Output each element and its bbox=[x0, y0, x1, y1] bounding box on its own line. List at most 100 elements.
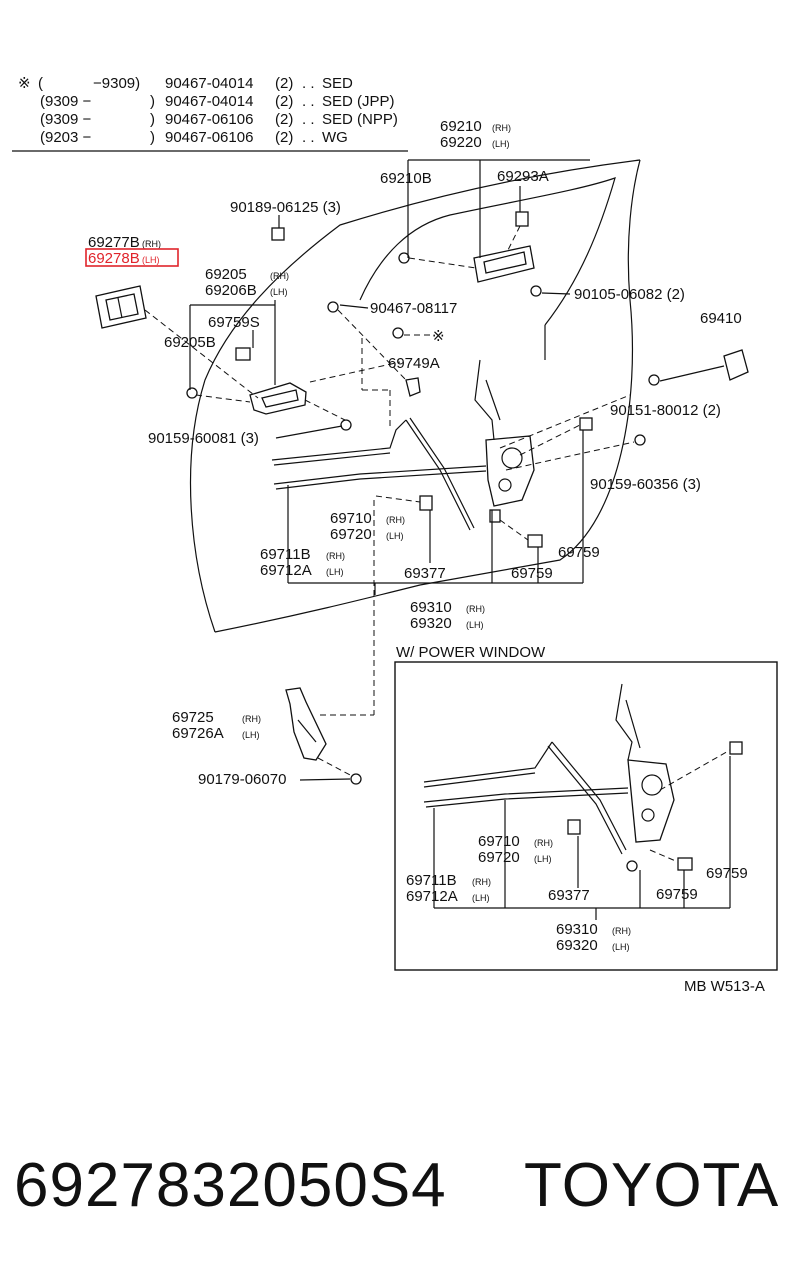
label-69220: 69220 bbox=[440, 134, 482, 151]
header-row2-range: (9309 − bbox=[40, 93, 92, 110]
label-90105-06082: 90105-06082 (2) bbox=[574, 286, 685, 303]
dashed-lines bbox=[144, 225, 635, 716]
pw-label-69310: 69310 bbox=[556, 921, 598, 938]
power-window-frame bbox=[394, 661, 778, 971]
pw-label-69712A-lh: (LH) bbox=[472, 893, 490, 903]
label-69205-rh: (RH) bbox=[270, 271, 289, 281]
label-69712A: 69712A bbox=[260, 562, 312, 579]
pw-label-69759-a: 69759 bbox=[706, 865, 748, 882]
pw-lock-part bbox=[627, 759, 675, 843]
diagram-code: MB W513-A bbox=[684, 978, 765, 995]
header-row3-model: SED (NPP) bbox=[322, 111, 398, 128]
pw-label-69720-lh: (LH) bbox=[534, 854, 552, 864]
label-69710-rh: (RH) bbox=[386, 515, 405, 525]
header-row2-qty: (2) bbox=[275, 93, 293, 110]
label-69310-rh: (RH) bbox=[466, 604, 485, 614]
label-69711B-rh: (RH) bbox=[326, 551, 345, 561]
label-69711B: 69711B bbox=[260, 546, 311, 563]
pw-label-69710: 69710 bbox=[478, 833, 520, 850]
footer-part-number: 6927832050S4 bbox=[14, 1151, 447, 1220]
label-69205: 69205 bbox=[205, 266, 247, 283]
highlight-box bbox=[85, 248, 179, 267]
power-window-inset: W/ POWER WINDOW 69710 (RH) 69720 (LH) 69… bbox=[394, 644, 778, 971]
header-row3-range: (9309 − bbox=[40, 111, 92, 128]
main-labels: 69210 (RH) 69220 (LH) 69210B 69293A 9018… bbox=[85, 118, 742, 632]
header-row4-qty: (2) bbox=[275, 129, 293, 146]
header-symbol: ※ bbox=[18, 75, 31, 92]
pw-label-69710-rh: (RH) bbox=[534, 838, 553, 848]
header-row3-part: 90467-06106 bbox=[165, 111, 253, 128]
label-90467-08117: 90467-08117 bbox=[370, 300, 457, 317]
header-row4-model: WG bbox=[322, 129, 348, 146]
header-row1-dots: . . bbox=[302, 75, 315, 92]
pw-label-69759-b: 69759 bbox=[656, 886, 698, 903]
label-69749A: 69749A bbox=[388, 355, 440, 372]
label-69377: 69377 bbox=[404, 565, 446, 582]
door-outline bbox=[189, 159, 641, 633]
pw-label-69320-lh: (LH) bbox=[612, 942, 630, 952]
header-row2-close: ) bbox=[150, 93, 155, 110]
pw-label-69310-rh: (RH) bbox=[612, 926, 631, 936]
door-lock-part bbox=[474, 359, 535, 507]
label-69726A-lh: (LH) bbox=[242, 730, 260, 740]
pw-label-69320: 69320 bbox=[556, 937, 598, 954]
label-90151-80012: 90151-80012 (2) bbox=[610, 402, 721, 419]
label-69210: 69210 bbox=[440, 118, 482, 135]
header-row1-qty: (2) bbox=[275, 75, 293, 92]
label-69210B: 69210B bbox=[380, 170, 432, 187]
header-row3-qty: (2) bbox=[275, 111, 293, 128]
header-row1-part: 90467-04014 bbox=[165, 75, 253, 92]
pw-label-69712A: 69712A bbox=[406, 888, 458, 905]
label-69278B-lh: (LH) bbox=[142, 255, 160, 265]
label-69759-a: 69759 bbox=[558, 544, 600, 561]
label-69410: 69410 bbox=[700, 310, 742, 327]
header-notes: ※ ( −9309) 90467-04014 (2) . . SED (9309… bbox=[12, 75, 408, 152]
header-row4-range: (9203 − bbox=[40, 129, 92, 146]
label-69277B: 69277B bbox=[88, 234, 140, 251]
label-69320: 69320 bbox=[410, 615, 452, 632]
label-69278B: 69278B bbox=[88, 250, 140, 267]
label-69725-rh: (RH) bbox=[242, 714, 261, 724]
pw-label-69377: 69377 bbox=[548, 887, 590, 904]
label-90189-06125: 90189-06125 (3) bbox=[230, 199, 341, 216]
header-row3-dots: . . bbox=[302, 111, 315, 128]
label-69310: 69310 bbox=[410, 599, 452, 616]
label-69759-b: 69759 bbox=[511, 565, 553, 582]
pw-label-69711B-rh: (RH) bbox=[472, 877, 491, 887]
label-69720-lh: (LH) bbox=[386, 531, 404, 541]
outside-handle-part bbox=[473, 211, 535, 283]
header-row1-model: SED bbox=[322, 75, 353, 92]
handle-bezel-part bbox=[95, 285, 147, 329]
label-69210-rh: (RH) bbox=[492, 123, 511, 133]
power-window-title: W/ POWER WINDOW bbox=[396, 644, 546, 661]
label-69726A: 69726A bbox=[172, 725, 224, 742]
label-69293A: 69293A bbox=[497, 168, 549, 185]
leader-lines bbox=[189, 159, 725, 595]
pw-label-69711B: 69711B bbox=[406, 872, 457, 889]
label-69206B: 69206B bbox=[205, 282, 257, 299]
fasteners bbox=[186, 227, 749, 548]
label-69205B: 69205B bbox=[164, 334, 216, 351]
footer-brand: TOYOTA bbox=[524, 1151, 780, 1220]
label-69277B-rh: (RH) bbox=[142, 239, 161, 249]
label-90159-60356: 90159-60356 (3) bbox=[590, 476, 701, 493]
inside-handle-part bbox=[235, 347, 307, 415]
header-row2-dots: . . bbox=[302, 93, 315, 110]
label-69720: 69720 bbox=[330, 526, 372, 543]
lock-control-part: 69725 (RH) 69726A (LH) 90179-06070 bbox=[172, 687, 362, 788]
header-row1-open: ( bbox=[38, 75, 43, 92]
link-rods bbox=[271, 417, 487, 531]
pw-label-69720: 69720 bbox=[478, 849, 520, 866]
label-90179-06070: 90179-06070 bbox=[198, 771, 286, 788]
label-symbol-note: ※ bbox=[432, 328, 445, 345]
label-69206B-lh: (LH) bbox=[270, 287, 288, 297]
header-row1-range: −9309) bbox=[93, 75, 140, 92]
label-69220-lh: (LH) bbox=[492, 139, 510, 149]
header-row4-part: 90467-06106 bbox=[165, 129, 253, 146]
label-69710: 69710 bbox=[330, 510, 372, 527]
label-69725: 69725 bbox=[172, 709, 214, 726]
header-row2-part: 90467-04014 bbox=[165, 93, 253, 110]
label-69712A-lh: (LH) bbox=[326, 567, 344, 577]
header-row4-close: ) bbox=[150, 129, 155, 146]
